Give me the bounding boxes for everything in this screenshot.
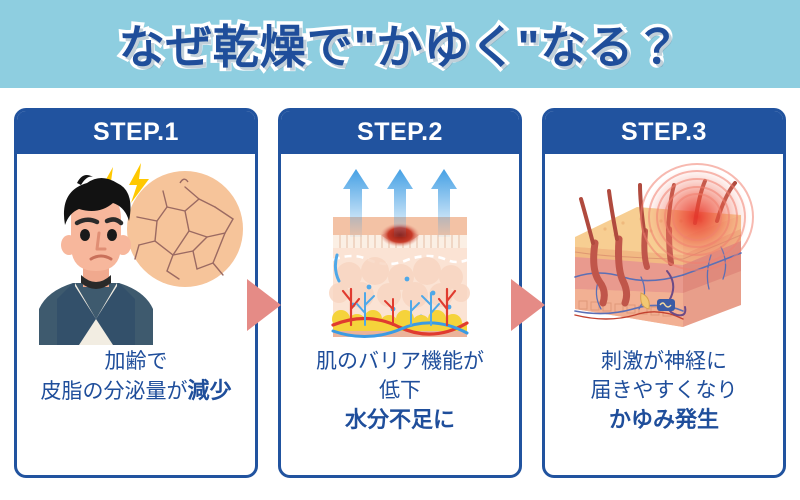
moisture-escape-arrow-icon <box>343 169 457 237</box>
triangle-right-icon <box>247 279 281 331</box>
step-2-header: STEP.2 <box>281 111 519 154</box>
cracked-skin-bubble-icon <box>127 171 243 287</box>
step-3-caption: 刺激が神経に 届きやすくなり かゆみ発生 <box>549 347 779 435</box>
blood-vessels-icon <box>331 253 469 339</box>
title-banner: なぜ乾燥で"かゆく"なる？ <box>0 0 800 88</box>
step-card-2: STEP.2 <box>278 108 522 478</box>
step-card-1: STEP.1 <box>14 108 258 478</box>
skin-cross-section-moisture-loss-illustration <box>281 159 519 345</box>
step-3-caption-line-1: 刺激が神経に <box>601 350 727 373</box>
step-2-caption-line-2: 低下 <box>379 379 421 402</box>
triangle-right-icon <box>511 279 545 331</box>
step-2-caption: 肌のバリア機能が 低下 水分不足に <box>285 347 515 435</box>
step-1-highlight: 減少 <box>183 378 236 406</box>
step-2-caption-line-1: 肌のバリア機能が <box>316 350 484 373</box>
step-1-caption-line-2: 皮脂の分泌量が減少 <box>21 376 251 406</box>
step-1-header: STEP.1 <box>17 111 255 154</box>
step-1-caption-line-2-text: 皮脂の分泌量が <box>40 380 188 403</box>
step-3-caption-line-3: かゆみ発生 <box>549 405 779 435</box>
worried-man-icon <box>39 175 153 345</box>
step-3-caption-line-2: 届きやすくなり <box>590 379 738 402</box>
page-title: なぜ乾燥で"かゆく"なる？ <box>115 18 684 77</box>
step2-to-step3-arrow <box>509 277 547 333</box>
step-2-highlight: 水分不足に <box>340 407 460 435</box>
irritation-flare-icon <box>640 163 754 271</box>
step-1-caption-line-1: 加齢で <box>104 350 168 373</box>
step-2-caption-line-3: 水分不足に <box>285 405 515 435</box>
step-3-highlight: かゆみ発生 <box>604 407 724 435</box>
worried-man-dry-skin-illustration <box>17 159 255 345</box>
step-card-3: STEP.3 <box>542 108 786 478</box>
step-1-caption: 加齢で 皮脂の分泌量が減少 <box>21 347 251 406</box>
step1-to-step2-arrow <box>245 277 283 333</box>
skin-block-nerve-irritation-illustration <box>545 159 783 345</box>
sweat-gland-icon <box>657 299 675 311</box>
step-3-header: STEP.3 <box>545 111 783 154</box>
